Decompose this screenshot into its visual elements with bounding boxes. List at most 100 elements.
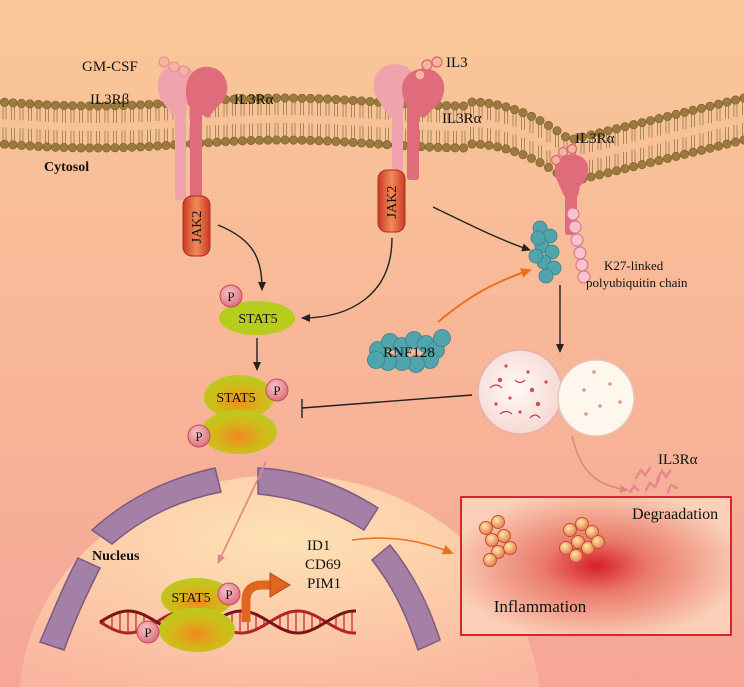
arrow-rnf128-to-receptor <box>437 268 532 323</box>
lipid-head <box>322 94 332 104</box>
lipid-head <box>458 143 468 153</box>
cytosol-label: Cytosol <box>44 160 89 175</box>
phosphate-group <box>187 424 211 448</box>
phosphate-label: P <box>227 289 234 304</box>
lipid-head <box>42 100 52 110</box>
lipid-head <box>221 137 231 147</box>
lipid-head <box>628 120 638 130</box>
phosphate-group <box>217 582 241 606</box>
immune-cell-cluster-right <box>559 517 605 563</box>
lipid-head <box>212 137 222 147</box>
gene-cd69: CD69 <box>305 557 341 573</box>
lipid-head <box>297 93 307 103</box>
arrow-to-ubiquitination <box>432 206 531 252</box>
vesicle-contents <box>489 364 622 419</box>
il3rb-receptor-mid <box>373 64 414 180</box>
il3rb-receptor <box>157 65 196 200</box>
lipid-head <box>102 143 112 153</box>
arrow-jak2mid-to-stat5 <box>301 237 393 322</box>
lipid-head <box>509 105 519 115</box>
phosphate-group <box>136 620 160 644</box>
phosphate-label: P <box>144 625 151 640</box>
peptide-fragment <box>514 379 526 384</box>
immune-cell-cluster-left <box>479 515 517 567</box>
lipid-head <box>339 137 349 147</box>
rnf128-protein <box>367 329 451 373</box>
lipid-head <box>50 142 60 152</box>
lipid-head <box>246 136 256 146</box>
il3ra-degradation-label: IL3Rα <box>658 452 698 468</box>
gmcsf-ligand <box>158 56 190 77</box>
rnf128-domain <box>544 244 560 260</box>
lipid-head <box>331 136 341 146</box>
rnf128-domain <box>367 351 385 369</box>
lipid-head <box>348 137 358 147</box>
il3ra-right-label: IL3Rα <box>575 131 615 147</box>
lipid-head <box>577 132 587 142</box>
ubiquitin-bead <box>577 270 591 284</box>
gene-pim1: PIM1 <box>307 576 341 592</box>
lipid-head <box>288 93 298 103</box>
lipid-head <box>671 109 681 119</box>
lipid-head <box>688 105 698 115</box>
jak2-mid: JAK2 <box>377 169 406 233</box>
lipid-head <box>594 170 604 180</box>
lipid-head <box>8 98 18 108</box>
lysosome-particle <box>584 412 588 416</box>
lipid-head <box>16 140 26 150</box>
vesicle-particle <box>504 364 508 368</box>
cell-bead <box>569 549 583 563</box>
lipid-head <box>365 139 375 149</box>
lipid-head <box>569 134 579 144</box>
vesicle-particle <box>497 377 503 383</box>
degradation-label: Degraadation <box>632 506 718 523</box>
inflammation-label: Inflammation <box>494 597 587 616</box>
lipid-head <box>662 153 672 163</box>
peptide-fragment <box>529 414 541 419</box>
lipid-head <box>450 101 460 111</box>
lipid-head <box>8 140 18 150</box>
lipid-head <box>518 150 528 160</box>
k27-polyubiquitin-chain <box>566 207 591 284</box>
lipid-head <box>543 162 553 172</box>
vesicle-particle <box>529 387 535 393</box>
lipid-head <box>119 143 129 153</box>
arrow-to-degradation <box>571 435 629 494</box>
lipid-head <box>586 130 596 140</box>
dna-strand <box>99 609 356 635</box>
lipid-head <box>730 137 740 147</box>
lipid-head <box>484 140 494 150</box>
lipid-head <box>467 139 477 149</box>
transcription-arrowhead <box>269 572 291 598</box>
arrow-genes-to-inflammation <box>351 537 454 555</box>
lipid-head <box>297 135 307 145</box>
peptide-fragment <box>499 410 513 415</box>
transcription-arrow <box>241 580 272 622</box>
lipid-head <box>552 126 562 136</box>
lipid-head <box>68 101 78 111</box>
lipid-head <box>322 136 332 146</box>
lipid-head <box>713 99 723 109</box>
lipid-head <box>535 116 545 126</box>
lipid-head <box>654 156 664 166</box>
lipid-head <box>458 101 468 111</box>
vesicle-particle <box>508 396 512 400</box>
lipid-head <box>433 142 443 152</box>
phosphate-group <box>265 378 289 402</box>
lipid-head <box>603 168 613 178</box>
lipid-head <box>696 145 706 155</box>
lipid-head <box>314 136 324 146</box>
lipid-head <box>68 143 78 153</box>
lipid-head <box>637 160 647 170</box>
il3ra-mid-label: IL3Rα <box>442 111 482 127</box>
nuclear-envelope <box>38 467 441 652</box>
rnf128-domain <box>538 268 554 284</box>
lipid-head <box>722 139 732 149</box>
lipid-head <box>161 140 171 150</box>
lipid-head <box>59 143 69 153</box>
lipid-head <box>229 136 239 146</box>
lipid-head <box>33 99 43 109</box>
lipid-head <box>594 128 604 138</box>
phosphate-label: P <box>195 429 202 444</box>
lipid-head <box>76 143 86 153</box>
